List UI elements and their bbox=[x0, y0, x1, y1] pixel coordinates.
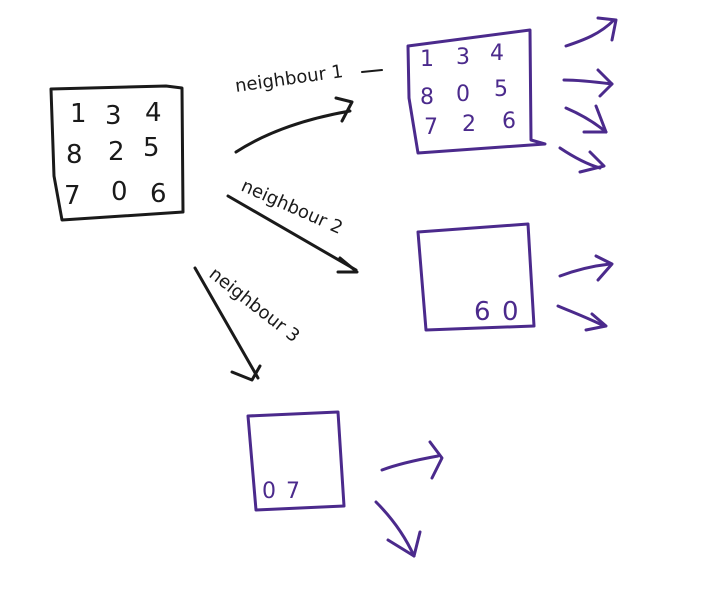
label-neighbour-3: neighbour 3 bbox=[205, 263, 304, 347]
neighbour-1-box bbox=[406, 28, 547, 155]
neighbour-1-cell-r1c0: 8 bbox=[420, 85, 434, 110]
neighbour-2-out-arrow-1 bbox=[558, 262, 612, 278]
neighbour-2-out-arrow-2 bbox=[556, 304, 606, 328]
neighbour-2-cell-0: 6 bbox=[474, 297, 491, 327]
neighbour-1-cell-r1c1: 0 bbox=[456, 82, 470, 107]
start-cell-r1c1: 2 bbox=[108, 137, 125, 167]
neighbour-1-cell-r2c0: 7 bbox=[424, 115, 438, 140]
neighbour-2-out-arrowhead-1 bbox=[594, 254, 614, 282]
start-cell-r0c1: 3 bbox=[105, 101, 122, 131]
neighbour-1-cell-r2c2: 6 bbox=[502, 109, 516, 134]
neighbour-1-out-arrow-3 bbox=[564, 106, 608, 134]
start-cell-r1c2: 5 bbox=[143, 133, 160, 163]
label-neighbour-2: neighbour 2 bbox=[238, 175, 346, 238]
start-cell-r2c0: 7 bbox=[64, 181, 81, 211]
neighbour-1-out-arrow-2 bbox=[562, 78, 614, 86]
label-neighbour-1-underline bbox=[361, 69, 383, 73]
neighbour-3-cell-1: 7 bbox=[286, 479, 300, 504]
arrowhead-neighbour-2 bbox=[336, 256, 359, 274]
label-neighbour-1: neighbour 1 bbox=[234, 61, 345, 97]
neighbour-3-box bbox=[246, 410, 346, 512]
arrowhead-neighbour-1 bbox=[334, 96, 354, 123]
neighbour-3-out-arrowhead-1 bbox=[428, 440, 444, 480]
neighbour-1-cell-r0c1: 3 bbox=[456, 45, 470, 70]
neighbour-3-cell-0: 0 bbox=[262, 479, 276, 504]
arrow-to-neighbour-3 bbox=[193, 266, 260, 380]
arrowhead-neighbour-3 bbox=[230, 364, 262, 382]
neighbour-3-out-arrow-1 bbox=[380, 454, 440, 472]
neighbour-1-out-arrowhead-3 bbox=[582, 104, 608, 134]
neighbour-1-out-arrow-1 bbox=[564, 18, 616, 48]
neighbour-3-out-arrow-2 bbox=[374, 500, 416, 558]
neighbour-1-out-arrowhead-1 bbox=[596, 16, 618, 42]
start-grid-box bbox=[49, 84, 185, 222]
neighbour-3-out-arrowhead-2 bbox=[386, 530, 422, 558]
start-cell-r1c0: 8 bbox=[66, 140, 83, 170]
neighbour-1-cell-r0c2: 4 bbox=[490, 41, 504, 66]
neighbour-1-out-arrowhead-4 bbox=[578, 150, 606, 174]
neighbour-2-box bbox=[416, 222, 536, 332]
start-cell-r2c1: 0 bbox=[111, 177, 128, 207]
arrow-to-neighbour-2 bbox=[226, 194, 358, 272]
neighbour-1-cell-r0c0: 1 bbox=[420, 47, 434, 72]
neighbour-2-cell-1: 0 bbox=[502, 297, 519, 327]
start-cell-r0c2: 4 bbox=[145, 98, 162, 128]
neighbour-1-cell-r2c1: 2 bbox=[462, 112, 476, 137]
start-cell-r0c0: 1 bbox=[70, 99, 87, 129]
neighbour-2-out-arrowhead-2 bbox=[584, 312, 608, 332]
neighbour-1-cell-r1c2: 5 bbox=[494, 77, 508, 102]
start-cell-r2c2: 6 bbox=[150, 179, 167, 209]
neighbour-1-out-arrowhead-2 bbox=[596, 68, 614, 98]
arrow-to-neighbour-1 bbox=[234, 109, 352, 154]
